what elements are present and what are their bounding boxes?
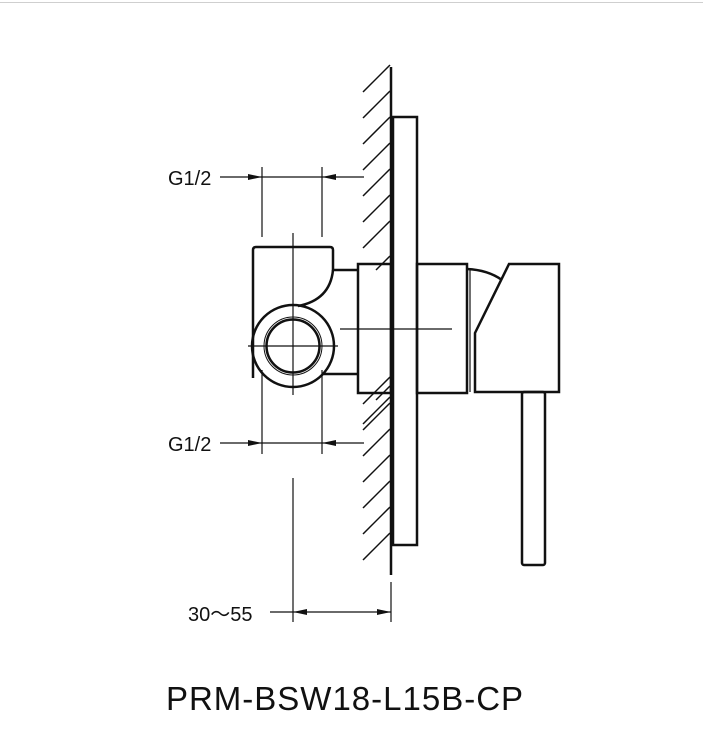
hatch-line bbox=[362, 506, 391, 535]
hatch-line bbox=[362, 402, 391, 431]
hatch-line bbox=[362, 532, 391, 561]
hatch-line bbox=[362, 396, 391, 425]
dimension-top-g12 bbox=[220, 167, 364, 237]
wall bbox=[362, 64, 393, 575]
dimension-wall-depth bbox=[270, 478, 392, 622]
hatch-line bbox=[362, 64, 391, 93]
wall-hatching bbox=[362, 64, 391, 561]
dimension-label-bottom: G1/2 bbox=[168, 434, 211, 456]
hatch-line bbox=[362, 220, 391, 249]
hatch-line bbox=[362, 428, 391, 457]
top-border bbox=[0, 2, 703, 3]
hatch-line bbox=[362, 480, 391, 509]
hatch-line bbox=[362, 142, 391, 171]
dimension-label-top: G1/2 bbox=[168, 168, 211, 190]
handle bbox=[466, 262, 561, 567]
dimension-label-depth: 30～55 bbox=[188, 604, 253, 626]
centerlines bbox=[248, 233, 452, 395]
hatch-line bbox=[362, 376, 391, 405]
hatch-line bbox=[362, 168, 391, 197]
lever bbox=[520, 390, 547, 567]
model-code: PRM-BSW18-L15B-CP bbox=[166, 680, 524, 717]
dimension-bottom-g12 bbox=[220, 370, 364, 454]
hatch-line bbox=[362, 194, 391, 223]
hatch-line bbox=[362, 454, 391, 483]
hatch-line bbox=[362, 90, 391, 119]
cover-plate bbox=[391, 115, 419, 547]
hatch-line bbox=[362, 116, 391, 145]
